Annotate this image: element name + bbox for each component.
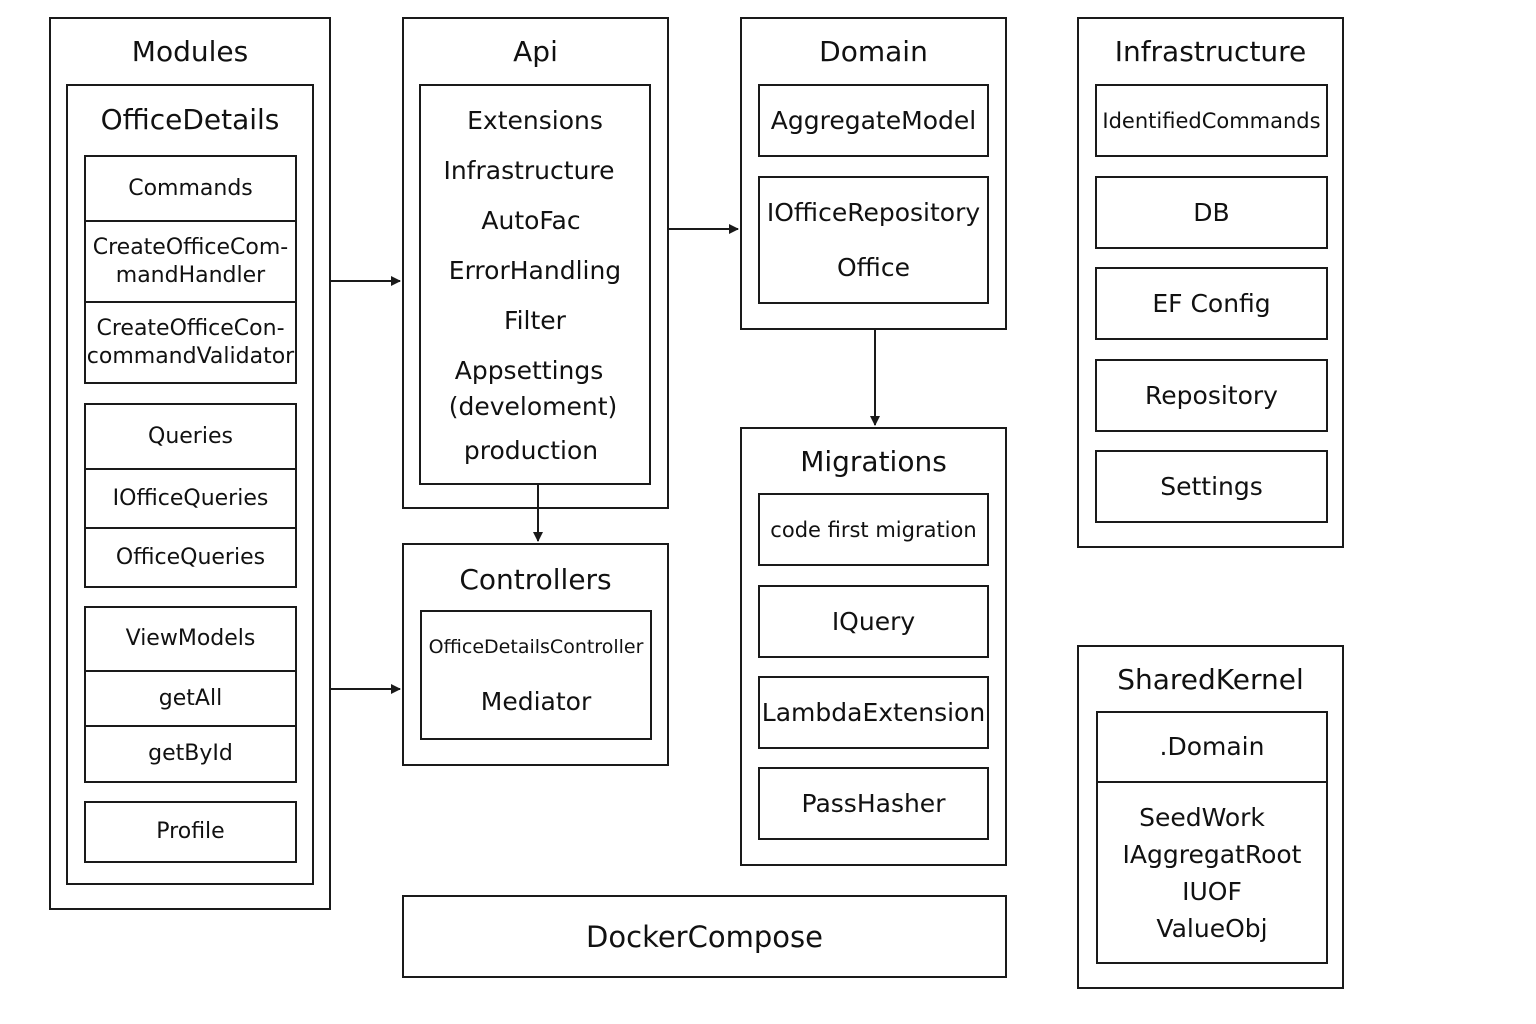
lambda-extension-box: LambdaExtension (758, 676, 989, 749)
api-item-error-handling: ErrorHandling (448, 256, 622, 285)
iquery: IQuery (831, 606, 916, 636)
commands-group: Commands CreateOfficeCom- mandHandler Cr… (84, 155, 297, 384)
docker-compose: DockerCompose (586, 919, 823, 954)
pass-hasher: PassHasher (801, 788, 946, 818)
identified-commands-box: IdentifiedCommands (1095, 84, 1328, 157)
domain-title: Domain (819, 35, 928, 68)
view-models-group: ViewModels getAll getById (84, 606, 297, 783)
commands-header: Commands (128, 175, 253, 201)
api-items-box: Extensions Infrastructure AutoFac ErrorH… (419, 84, 651, 485)
ioffice-repository: IOfficeRepository (766, 197, 981, 227)
queries-group: Queries IOfficeQueries OfficeQueries (84, 403, 297, 588)
controllers-items-box: OfficeDetailsController Mediator (420, 610, 652, 740)
infrastructure-title: Infrastructure (1114, 35, 1307, 68)
aggregate-model: AggregateModel (770, 105, 977, 135)
repository: Repository (1145, 380, 1278, 410)
api-item-autofac: AutoFac (481, 206, 581, 235)
migrations-title: Migrations (800, 445, 947, 478)
pass-hasher-box: PassHasher (758, 767, 989, 840)
view-models-header: ViewModels (125, 626, 256, 651)
iaggregat-root: IAggregatRoot (1122, 839, 1302, 869)
ef-config-box: EF Config (1095, 267, 1328, 340)
api-title: Api (513, 35, 558, 68)
create-office-command-handler: CreateOfficeCom- mandHandler (86, 220, 295, 301)
api-item-production: production (463, 436, 599, 465)
docker-compose-box: DockerCompose (402, 895, 1007, 978)
settings: Settings (1160, 471, 1263, 501)
get-all: getAll (86, 670, 295, 725)
api-item-extensions: Extensions (467, 106, 603, 135)
seedwork: SeedWork (1139, 802, 1265, 832)
api-item-appsettings: Appsettings (454, 356, 604, 385)
iuof: IUOF (1182, 876, 1242, 906)
iquery-box: IQuery (758, 585, 989, 658)
db: DB (1193, 197, 1230, 227)
profile-label: Profile (156, 819, 225, 844)
ioffice-queries: IOfficeQueries (86, 468, 295, 527)
seedwork-list: SeedWork IAggregatRoot IUOF ValueObj (1098, 781, 1326, 962)
shared-domain: .Domain (1159, 732, 1265, 761)
code-first-migration: code first migration (770, 517, 977, 542)
office-details-controller: OfficeDetailsController (428, 636, 644, 658)
api-item-develoment: (develoment) (448, 392, 618, 421)
db-box: DB (1095, 176, 1328, 249)
code-first-migration-box: code first migration (758, 493, 989, 566)
controllers-title: Controllers (459, 563, 612, 596)
create-office-command-validator: CreateOfficeCon- commandValidator (86, 301, 295, 382)
office-details-title: OfficeDetails (100, 103, 280, 136)
profile-box: Profile (84, 801, 297, 863)
repository-box: Repository (1095, 359, 1328, 432)
lambda-extension: LambdaExtension (761, 697, 986, 727)
ef-config: EF Config (1152, 288, 1271, 318)
api-item-filter: Filter (504, 306, 566, 335)
aggregate-model-box: AggregateModel (758, 84, 989, 157)
queries-header: Queries (148, 423, 233, 449)
identified-commands: IdentifiedCommands (1102, 108, 1321, 133)
mediator: Mediator (480, 687, 592, 716)
office-entity: Office (837, 252, 910, 282)
api-item-infrastructure: Infrastructure (443, 156, 615, 185)
get-by-id: getById (86, 725, 295, 781)
settings-box: Settings (1095, 450, 1328, 523)
shared-kernel-inner: .Domain SeedWork IAggregatRoot IUOF Valu… (1096, 711, 1328, 964)
shared-kernel-title: SharedKernel (1117, 663, 1304, 696)
office-queries: OfficeQueries (86, 527, 295, 586)
value-obj: ValueObj (1156, 913, 1268, 943)
modules-title: Modules (131, 35, 249, 68)
domain-repo-box: IOfficeRepository Office (758, 176, 989, 304)
